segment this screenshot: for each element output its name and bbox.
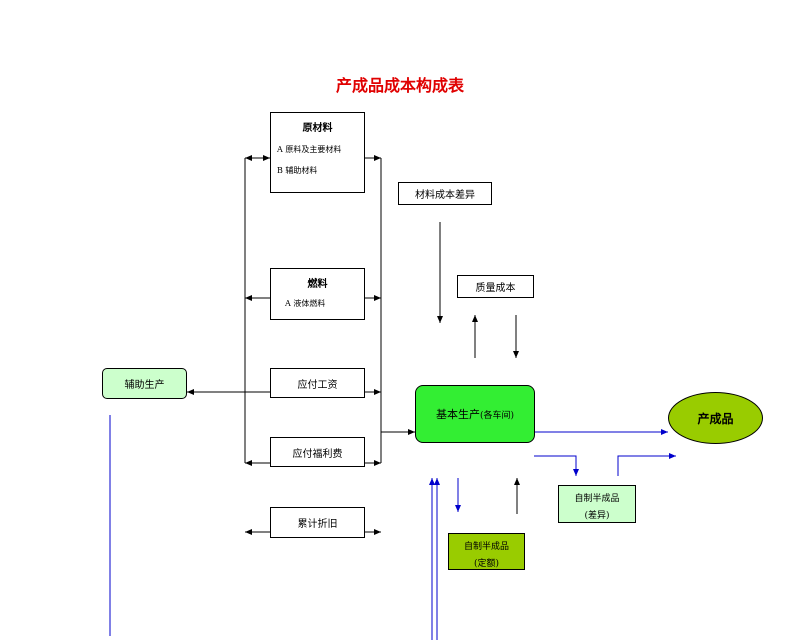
- basic-production-sub: (各车间): [479, 410, 515, 421]
- welfare-payable-label: 应付福利费: [292, 448, 343, 460]
- basic-production-label: 基本生产: [435, 408, 480, 421]
- semi-finished-quota-sub: (定额): [473, 559, 500, 569]
- quality-cost-box: 质量成本: [457, 275, 534, 298]
- page-title: 产成品成本构成表: [335, 76, 464, 95]
- fuel-box: 燃料 A 液体燃料: [270, 268, 365, 320]
- semi-finished-variance-label: 自制半成品: [574, 494, 620, 504]
- wages-payable-label: 应付工资: [297, 379, 338, 391]
- finished-goods-label: 产成品: [697, 411, 734, 426]
- raw-materials-item-a: A 原料及主要材料: [277, 145, 342, 154]
- raw-materials-item-b: B 辅助材料: [277, 166, 318, 175]
- fuel-title: 燃料: [307, 279, 328, 290]
- fuel-item-a: A 液体燃料: [285, 299, 326, 308]
- basic-production-box: 基本生产(各车间): [415, 385, 535, 443]
- accumulated-depreciation-label: 累计折旧: [297, 519, 338, 530]
- semi-finished-quota-box: 自制半成品 (定额): [448, 533, 525, 570]
- raw-materials-box: 原材料 A 原料及主要材料 B 辅助材料: [270, 112, 365, 193]
- welfare-payable-box: 应付福利费: [270, 437, 365, 467]
- quality-cost-label: 质量成本: [475, 283, 516, 294]
- raw-materials-title: 原材料: [302, 123, 333, 134]
- auxiliary-production-box: 辅助生产: [102, 368, 187, 399]
- semi-finished-quota-label: 自制半成品: [463, 542, 509, 552]
- material-variance-box: 材料成本差异: [398, 182, 492, 205]
- wages-payable-box: 应付工资: [270, 368, 365, 398]
- finished-goods-ellipse: 产成品: [668, 392, 763, 444]
- semi-finished-variance-sub: (差异): [584, 511, 610, 521]
- accumulated-depreciation-box: 累计折旧: [270, 507, 365, 538]
- material-variance-label: 材料成本差异: [415, 190, 475, 201]
- semi-finished-variance-box: 自制半成品 (差异): [558, 485, 636, 523]
- auxiliary-production-label: 辅助生产: [124, 380, 165, 391]
